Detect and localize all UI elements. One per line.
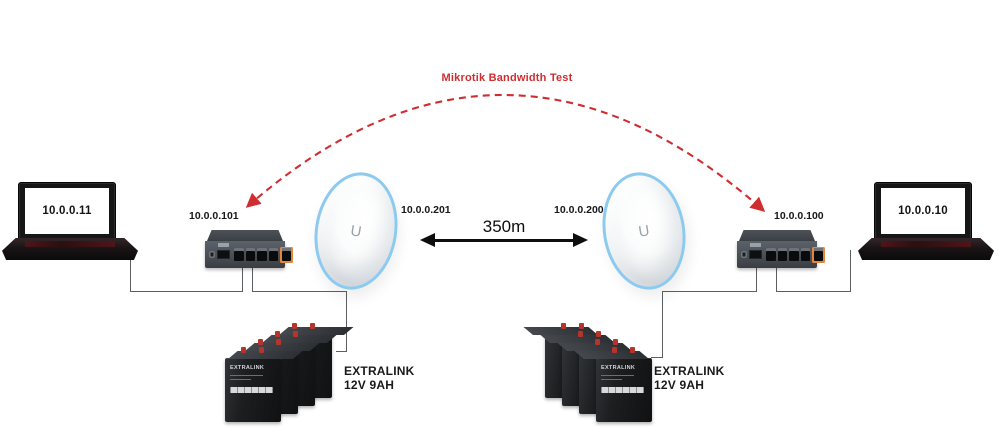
ip-label-router-right: 10.0.0.100 (774, 210, 824, 222)
laptop-screen: 10.0.0.10 (874, 182, 972, 240)
arrow-right-icon (573, 233, 588, 247)
battery-terminal (292, 323, 297, 329)
distance-label: 350m (482, 217, 526, 236)
battery-terminal (612, 347, 617, 353)
battery-cell: EXTRALINK (225, 347, 281, 422)
router-lid (739, 230, 815, 241)
cable-segment (130, 291, 243, 293)
battery-terminal (596, 331, 601, 337)
ip-label-router-left: 10.0.0.101 (189, 210, 239, 222)
battery-spec-strip (601, 387, 645, 393)
arrow-shaft (431, 238, 577, 242)
ethernet-port (245, 248, 255, 261)
cable-segment (242, 264, 244, 292)
battery-terminal (578, 331, 583, 337)
router-front-panel (737, 241, 825, 268)
battery-terminal (630, 347, 635, 353)
cable-segment (756, 264, 758, 292)
distance-arrow (420, 232, 588, 248)
ethernet-port-accent (812, 246, 825, 263)
cable-segment (850, 250, 852, 292)
ethernet-port (268, 248, 278, 261)
cable-segment (130, 250, 132, 292)
cable-segment (662, 291, 664, 358)
label-line (230, 374, 264, 376)
battery-terminal (241, 347, 246, 353)
ethernet-port (281, 248, 291, 261)
ethernet-port (789, 248, 799, 261)
router-left (205, 230, 293, 270)
laptop-keyboard-base (2, 238, 138, 260)
battery-terminal (579, 323, 584, 329)
laptop-keyboard-base (858, 238, 994, 260)
battery-label-line2: 12V 9AH (654, 378, 705, 392)
cable-segment (776, 264, 778, 292)
ethernet-port-accent (280, 246, 293, 263)
laptop-right: 10.0.0.10 (858, 182, 994, 262)
model-sticker (750, 243, 761, 247)
label-line (601, 374, 635, 376)
ubiquiti-logo-icon: U (637, 221, 651, 241)
ip-label-dish-right: 10.0.0.200 (554, 204, 604, 216)
battery-terminal (595, 339, 600, 345)
cable-segment (651, 357, 663, 359)
ubiquiti-logo-icon: U (349, 221, 363, 241)
sfp-port (217, 250, 230, 259)
battery-terminal (276, 339, 281, 345)
cable-segment (252, 291, 347, 293)
battery-front-label: EXTRALINK (230, 365, 276, 417)
battery-label-line1: EXTRALINK (654, 364, 725, 378)
battery-cell: EXTRALINK (596, 347, 652, 422)
router-lid (207, 230, 283, 241)
battery-spec-strip (230, 387, 274, 393)
ethernet-port (766, 248, 776, 261)
battery-terminal (310, 323, 315, 329)
ethernet-port (800, 248, 810, 261)
battery-terminal (258, 339, 263, 345)
cable-segment (336, 351, 347, 353)
laptop-screen: 10.0.0.11 (18, 182, 116, 240)
battery-label-left: EXTRALINK 12V 9AH (344, 364, 414, 392)
battery-terminal (293, 331, 298, 337)
bandwidth-test-label: Mikrotik Bandwidth Test (441, 72, 573, 84)
battery-right: EXTRALINK (528, 323, 653, 430)
battery-terminal (561, 323, 566, 329)
model-sticker (218, 243, 229, 247)
battery-label-line1: EXTRALINK (344, 364, 415, 378)
router-right (737, 230, 825, 270)
ethernet-port (234, 248, 244, 261)
dish-left: U (306, 166, 406, 296)
power-jack (209, 251, 215, 258)
arrow-left-icon (420, 233, 435, 247)
battery-front-label: EXTRALINK (601, 365, 647, 417)
battery-label-right: EXTRALINK 12V 9AH (654, 364, 724, 392)
power-jack (741, 251, 747, 258)
sfp-port (749, 250, 762, 259)
cable-segment (252, 264, 254, 292)
cable-segment (346, 291, 348, 352)
battery-terminal (613, 339, 618, 345)
laptop-ip-right: 10.0.0.10 (881, 188, 965, 234)
cable-segment (662, 291, 757, 293)
battery-label-line2: 12V 9AH (344, 378, 395, 392)
ethernet-port (813, 248, 823, 261)
battery-terminal (275, 331, 280, 337)
label-line (230, 378, 251, 380)
battery-terminal (259, 347, 264, 353)
router-front-panel (205, 241, 293, 268)
battery-brand: EXTRALINK (601, 365, 636, 371)
ethernet-port (257, 248, 267, 261)
ethernet-port (777, 248, 787, 261)
laptop-ip-left: 10.0.0.11 (25, 188, 109, 234)
dish-right: U (594, 166, 694, 296)
ip-label-dish-left: 10.0.0.201 (401, 204, 451, 216)
label-line (601, 378, 622, 380)
battery-left: EXTRALINK (225, 323, 350, 430)
cable-segment (776, 291, 851, 293)
battery-brand: EXTRALINK (230, 365, 265, 371)
laptop-left: 10.0.0.11 (2, 182, 138, 262)
